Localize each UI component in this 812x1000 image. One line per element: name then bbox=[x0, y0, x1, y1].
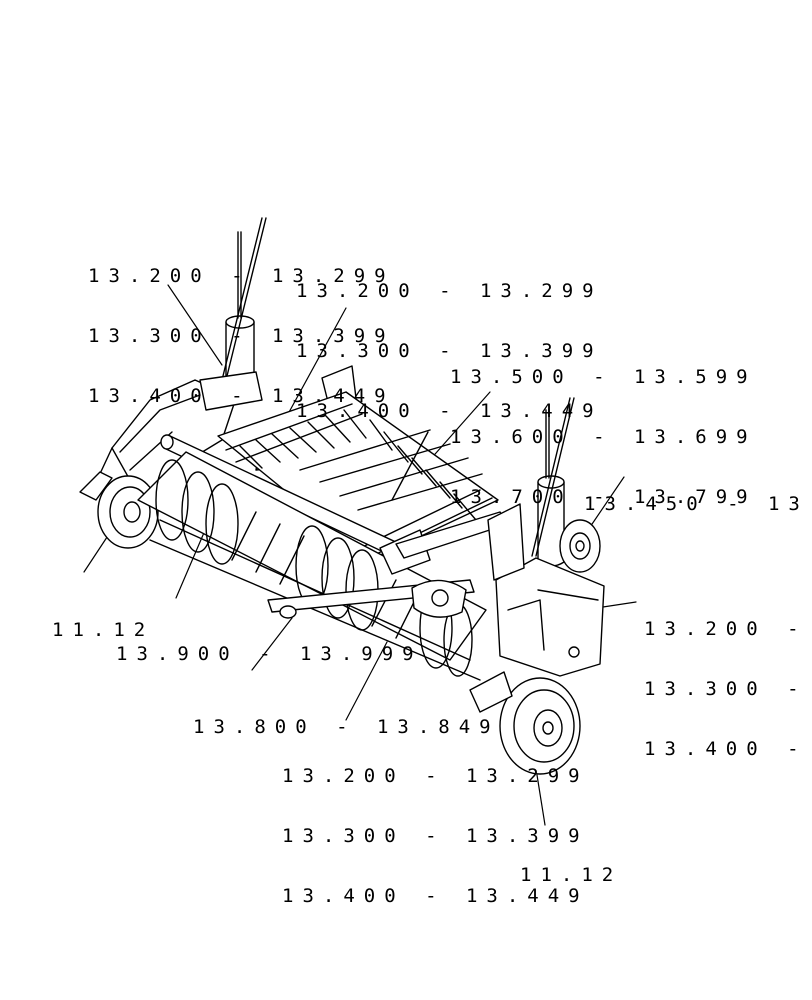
right-wheel bbox=[469, 671, 581, 775]
callout-c7-line: 13.200 - bbox=[644, 618, 808, 640]
callout-c2-line: 13.300 - 13.399 bbox=[296, 340, 596, 362]
callout-c5-line: 11.12 bbox=[52, 619, 155, 641]
callout-c4-line: 13.450 - 13. bbox=[584, 493, 810, 515]
right-arm bbox=[395, 503, 525, 581]
callout-c8: 13.800 - 13.849 bbox=[193, 677, 493, 777]
callout-c5: 11.12 bbox=[52, 580, 162, 680]
callout-c2: 13.200 - 13.299 13.300 - 13.399 13.400 -… bbox=[296, 241, 596, 461]
callout-c1: 13.200 - 13.299 13.300 - 13.399 13.400 -… bbox=[88, 226, 388, 446]
callout-c2-line: 13.400 - 13.449 bbox=[296, 400, 596, 422]
callout-c1-line: 13.300 - 13.399 bbox=[88, 325, 388, 347]
callout-c1-line: 13.200 - 13.299 bbox=[88, 265, 388, 287]
callout-c4: 13.450 - 13. bbox=[584, 454, 810, 554]
callout-c7: 13.200 - 13.300 - 13.400 - bbox=[644, 579, 810, 799]
callout-c3-line: 13.600 - 13.699 bbox=[450, 426, 750, 448]
callout-c9-line: 13.300 - 13.399 bbox=[282, 825, 582, 847]
callout-c8-line: 13.800 - 13.849 bbox=[193, 716, 493, 738]
callout-c7-line: 13.300 - bbox=[644, 678, 808, 700]
callout-c3: 13.500 - 13.599 13.600 - 13.699 13.700 -… bbox=[450, 327, 750, 547]
callout-c10-line: 11.12 bbox=[520, 864, 623, 886]
right-small-wheel bbox=[559, 519, 601, 573]
right-cylinder bbox=[531, 397, 575, 567]
leader-lines bbox=[83, 284, 637, 826]
left-wheel bbox=[79, 471, 159, 549]
callout-c3-line: 13.500 - 13.599 bbox=[450, 366, 750, 388]
callout-c9: 13.200 - 13.299 13.300 - 13.399 13.400 -… bbox=[282, 726, 582, 946]
callout-c6: 13.900 - 13.999 bbox=[116, 604, 416, 704]
callout-c1-line: 13.400 - 13.449 bbox=[88, 385, 388, 407]
callout-c2-line: 13.200 - 13.299 bbox=[296, 280, 596, 302]
left-cylinder bbox=[199, 217, 267, 411]
callout-c6-line: 13.900 - 13.999 bbox=[116, 643, 416, 665]
callout-c10: 11.12 bbox=[520, 825, 630, 925]
callout-c9-line: 13.200 - 13.299 bbox=[282, 765, 582, 787]
callout-c3-line: 13.700 - 13.799 bbox=[450, 486, 750, 508]
callout-c7-line: 13.400 - bbox=[644, 738, 808, 760]
right-shield bbox=[495, 557, 605, 677]
callout-c9-line: 13.400 - 13.449 bbox=[282, 885, 582, 907]
